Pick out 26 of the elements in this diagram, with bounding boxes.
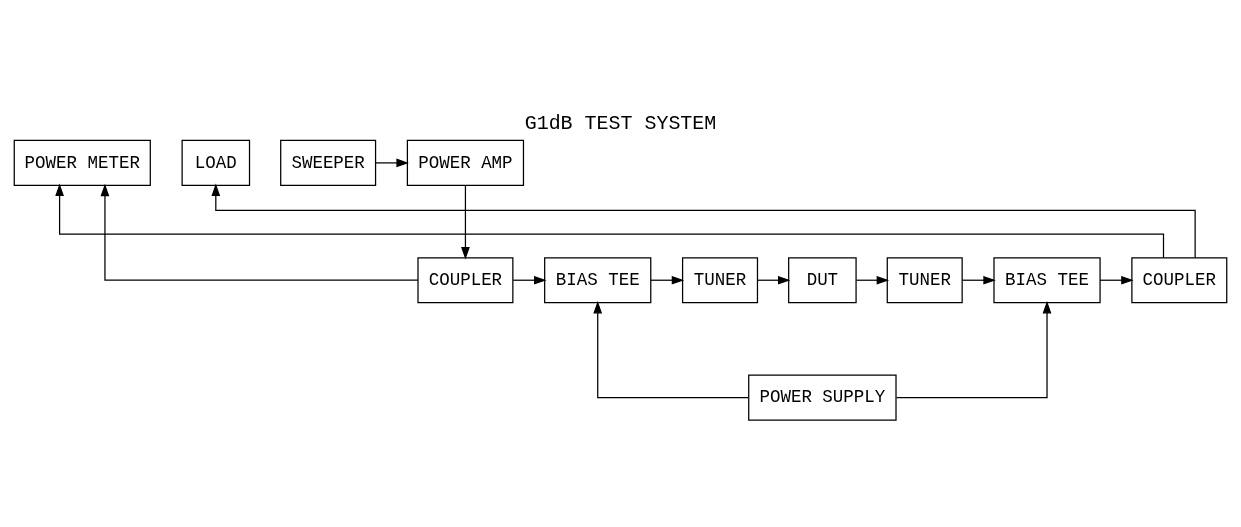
node-box: TUNER — [886, 256, 963, 303]
arrow — [55, 183, 1165, 258]
arrow — [1099, 275, 1134, 285]
arrow — [211, 183, 1196, 258]
node-box: BIAS TEE — [993, 256, 1101, 303]
arrow — [756, 275, 791, 285]
node-box: BIAS TEE — [544, 256, 652, 303]
diagram-title: G1dB TEST SYSTEM — [524, 111, 717, 135]
node-box: POWER SUPPLY — [748, 373, 897, 421]
node-box: POWER METER — [13, 139, 151, 186]
arrow — [961, 275, 996, 285]
arrow — [461, 184, 470, 260]
node-box: TUNER — [681, 256, 759, 303]
arrow — [100, 183, 419, 281]
arrow — [593, 300, 749, 398]
arrow — [512, 275, 547, 285]
arrow — [375, 158, 409, 167]
arrow — [895, 300, 1052, 398]
node-box: SWEEPER — [280, 139, 377, 186]
arrow — [855, 275, 890, 285]
node-box: POWER AMP — [406, 139, 525, 186]
arrow — [650, 275, 685, 285]
node-box: LOAD — [181, 139, 251, 186]
node-box: COUPLER — [417, 256, 514, 303]
node-box: COUPLER — [1131, 256, 1228, 303]
node-box: DUT — [788, 256, 857, 303]
